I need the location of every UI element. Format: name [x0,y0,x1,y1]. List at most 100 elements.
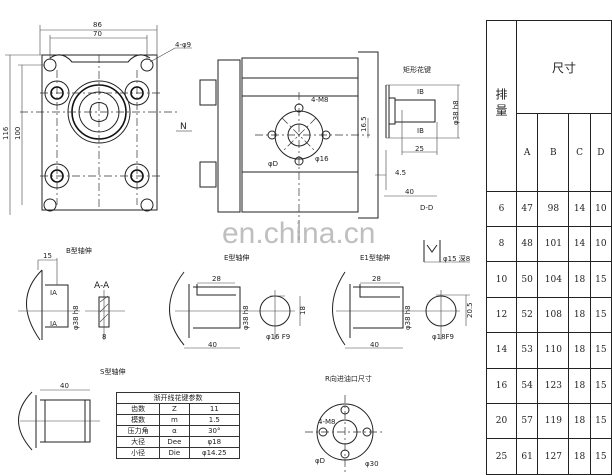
port-dia-label: φD [268,160,278,168]
dim-40-spline: 40 [405,188,414,196]
rect-spline-view: 矩形花键 IB IB φ38 h8 25 4.5 40 D-D φ15 深8 [375,65,470,263]
cell-b: 101 [537,226,570,263]
cell-c: 18 [568,261,591,298]
cell-c: 18 [568,438,591,475]
cell-d: 15 [589,261,612,298]
e1-shaft-title: E1型轴伸 [360,253,390,262]
cell-a: 48 [515,226,539,263]
e-shaft-view: E型轴伸 28 φ38 h8 18 φ16 F9 40 [169,253,307,349]
cell-c: 14 [568,226,591,263]
section-ia-bottom: IA [50,320,57,328]
e1-bore: φ18F9 [432,333,454,341]
cell-a: 50 [515,261,539,298]
e1-shaft-view: E1型轴伸 28 φ38 h8 20.5 φ18F9 40 [332,253,474,349]
e-key-height: 18 [299,306,307,315]
cell-a: 53 [515,332,539,369]
cell-b: 104 [537,261,570,298]
cell-disp: 10 [486,261,517,298]
cell-c: 18 [568,332,591,369]
dim-15: 15 [43,252,52,260]
watermark: en.china.cn [222,217,375,250]
e-bore: φ16 F9 [266,333,290,341]
cell-disp: 25 [486,438,517,475]
port-holes: 4-M8 [318,418,335,426]
cell-b: 108 [537,296,570,334]
col-b: B [537,113,570,192]
cell-d: 15 [589,296,612,334]
cell-a: 54 [515,367,539,405]
section-dd: D-D [420,204,433,212]
dim-8: 8 [102,333,106,341]
section-aa: A-A [94,281,110,291]
b-shaft-view: B型轴伸 15 IA IA φ38 h8 A-A 8 [18,246,125,341]
bolt-circles [44,80,150,189]
port-view: R向进油口尺寸 4-M8 φD φ30 [305,374,385,475]
cell-b: 110 [537,332,570,369]
cell-d: 15 [589,332,612,369]
e1-len: 40 [370,341,379,349]
cell-d: 15 [589,403,612,440]
spline-dia: φ38 h8 [452,100,460,125]
col-c: C [568,113,591,192]
e1-shaft-dia: φ38 h8 [404,305,412,330]
cell-d: 15 [589,367,612,405]
col-a: A [515,113,539,192]
cell-disp: 16 [486,367,517,405]
dim-70: 70 [93,30,102,38]
cell-c: 18 [568,367,591,405]
s-shaft-view: S型轴伸 40 [18,367,125,451]
dim-116: 116 [2,126,10,140]
col-d: D [589,113,612,192]
section-ib-top: IB [417,88,424,96]
port-inner-label: φ16 [315,155,329,163]
s-len: 40 [60,382,69,390]
s-shaft-title: S型轴伸 [100,367,125,376]
dim-100: 100 [14,127,22,140]
e-key-len: 28 [212,275,221,283]
cell-disp: 6 [486,190,517,228]
cell-disp: 20 [486,403,517,440]
cell-a: 57 [515,403,539,440]
b-shaft-dia: φ38 h8 [72,305,80,330]
cell-d: 10 [589,190,612,228]
side-view: 4-M8 φD φ16 16.5 [199,51,379,240]
section-ia-top: IA [50,289,57,297]
e-shaft-title: E型轴伸 [224,253,249,262]
cell-b: 127 [537,438,570,475]
port-pcd: φ30 [365,460,379,468]
dim-25: 25 [415,145,424,153]
cell-d: 15 [589,438,612,475]
cell-c: 14 [568,190,591,228]
section-ib-bottom: IB [417,127,424,135]
col-group-dimensions: 尺寸 [516,19,612,115]
cell-a: 61 [515,438,539,475]
cell-b: 98 [537,190,570,228]
view-arrow-n: N [180,122,187,132]
cell-b: 123 [537,367,570,405]
port-dia: φD [315,457,325,465]
cell-disp: 14 [486,332,517,369]
cell-a: 47 [515,190,539,228]
port-holes-label: 4-M8 [311,96,328,104]
offset-label: 16.5 [360,116,368,132]
cell-disp: 8 [486,226,517,263]
col-displacement: 排量 [486,20,517,192]
dim-86: 86 [93,21,102,29]
cell-d: 10 [589,226,612,263]
e1-key-len: 28 [372,275,381,283]
port-title: R向进油口尺寸 [325,374,372,383]
cell-c: 18 [568,403,591,440]
